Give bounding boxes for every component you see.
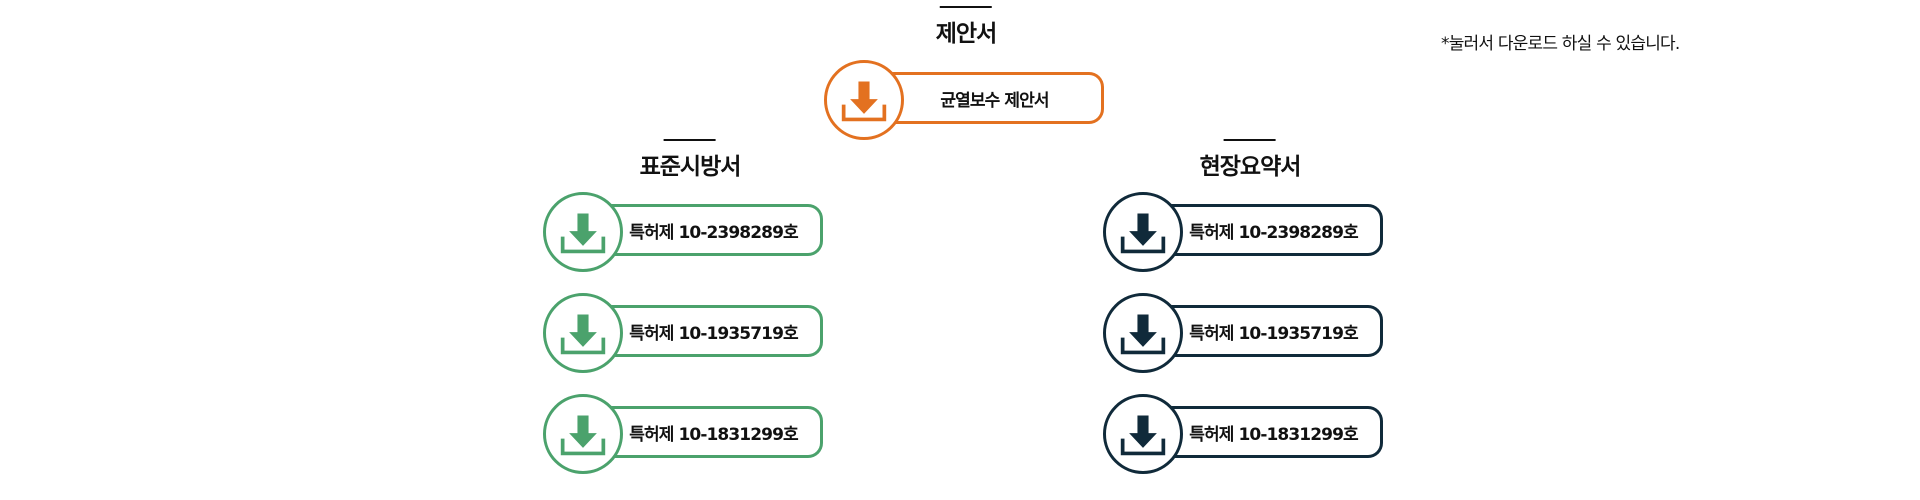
download-icon: [1103, 192, 1183, 272]
button-body: 특허제 10-1935719호: [589, 305, 823, 357]
button-label: 특허제 10-1935719호: [1189, 323, 1358, 344]
section-title-proposal: 제안서: [936, 14, 997, 48]
button-label: 특허제 10-1831299호: [629, 424, 798, 445]
button-label: 균열보수 제안서: [940, 90, 1049, 111]
download-icon: [543, 192, 623, 272]
button-body: 특허제 10-1831299호: [1149, 406, 1383, 458]
download-site-summary-1-button[interactable]: 특허제 10-2398289호: [1103, 192, 1383, 272]
button-body: 특허제 10-2398289호: [1149, 204, 1383, 256]
download-icon: [1103, 293, 1183, 373]
button-label: 특허제 10-1831299호: [1189, 424, 1358, 445]
download-proposal-button[interactable]: 균열보수 제안서: [824, 60, 1104, 140]
section-title-standard-spec: 표준시방서: [640, 147, 742, 181]
download-site-summary-3-button[interactable]: 특허제 10-1831299호: [1103, 394, 1383, 474]
download-site-summary-2-button[interactable]: 특허제 10-1935719호: [1103, 293, 1383, 373]
download-standard-spec-3-button[interactable]: 특허제 10-1831299호: [543, 394, 823, 474]
button-body: 특허제 10-1935719호: [1149, 305, 1383, 357]
section-title-site-summary: 현장요약서: [1200, 147, 1302, 181]
button-body: 특허제 10-1831299호: [589, 406, 823, 458]
download-icon: [543, 394, 623, 474]
download-hint: *눌러서 다운로드 하실 수 있습니다.: [1441, 34, 1680, 54]
button-body: 균열보수 제안서: [870, 72, 1104, 124]
download-standard-spec-1-button[interactable]: 특허제 10-2398289호: [543, 192, 823, 272]
button-label: 특허제 10-2398289호: [1189, 222, 1358, 243]
button-label: 특허제 10-1935719호: [629, 323, 798, 344]
button-label: 특허제 10-2398289호: [629, 222, 798, 243]
download-icon: [1103, 394, 1183, 474]
download-icon: [543, 293, 623, 373]
download-icon: [824, 60, 904, 140]
button-body: 특허제 10-2398289호: [589, 204, 823, 256]
download-standard-spec-2-button[interactable]: 특허제 10-1935719호: [543, 293, 823, 373]
